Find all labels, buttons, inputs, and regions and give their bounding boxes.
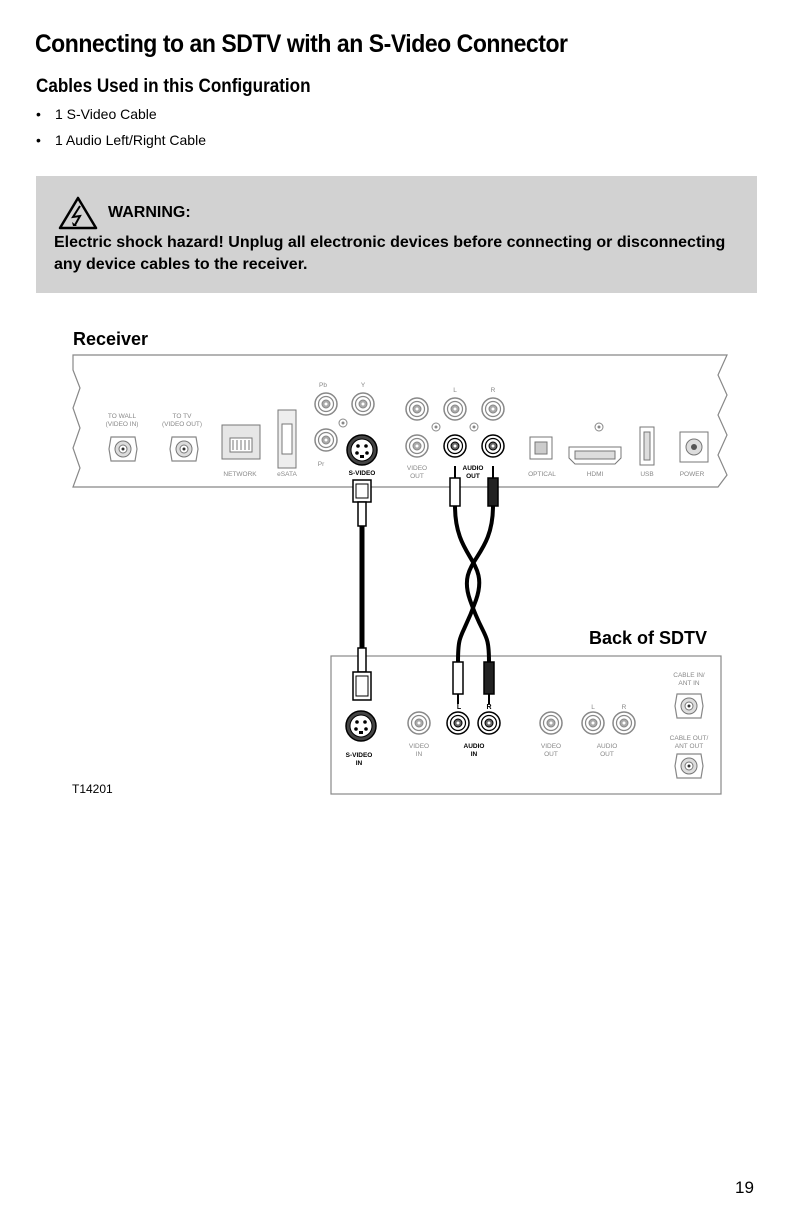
cable-right-label: R <box>486 704 491 711</box>
svideo-cable <box>352 479 372 701</box>
port-label: USB <box>640 471 653 478</box>
screw <box>594 422 604 432</box>
cable-list: • 1 S-Video Cable • 1 Audio Left/Right Cab… <box>36 104 206 156</box>
port-label: NETWORK <box>223 471 257 478</box>
port-label: IN <box>356 760 363 767</box>
y-port <box>351 392 375 416</box>
list-item: • 1 Audio Left/Right Cable <box>36 130 206 156</box>
port-label: Pb <box>319 382 327 389</box>
network-port <box>221 424 261 460</box>
port-label: CABLE OUT/ <box>670 735 709 742</box>
port-label: OUT <box>544 751 558 758</box>
receiver-left-upper-port <box>405 397 429 421</box>
bullet-symbol: • <box>36 132 41 148</box>
receiver-right-upper-port <box>481 397 505 421</box>
sdtv-video-in-port <box>407 711 431 735</box>
screw <box>338 418 348 428</box>
usb-port <box>639 426 655 466</box>
port-label: IN <box>416 751 423 758</box>
sdtv-audio-in-right-port <box>477 711 501 735</box>
electric-hazard-warning-icon <box>58 196 98 230</box>
bullet-symbol: • <box>36 106 41 122</box>
port-label: AUDIO <box>597 743 618 750</box>
page-number: 19 <box>735 1178 754 1197</box>
list-item-text: 1 Audio Left/Right Cable <box>55 132 206 148</box>
port-label: S-VIDEO <box>349 470 376 477</box>
section-heading: Cables Used in this Configuration <box>36 76 311 97</box>
receiver-video-out-port <box>405 434 429 458</box>
receiver-label: Receiver <box>73 329 149 349</box>
port-label: ANT OUT <box>675 743 703 750</box>
receiver-center-upper-port <box>443 397 467 421</box>
port-label: (VIDEO IN) <box>106 421 139 428</box>
port-label: CABLE IN/ <box>673 672 705 679</box>
hdmi-port <box>568 446 622 465</box>
warning-text: Electric shock hazard! Unplug all electr… <box>54 234 726 273</box>
page-title: Connecting to an SDTV with an S-Video Co… <box>35 30 568 58</box>
receiver-panel: TO WALL (VIDEO IN) TO TV (VIDEO OUT) NET… <box>72 354 728 488</box>
receiver-audio-out-left-port <box>443 434 467 458</box>
sdtv-video-out-port <box>539 711 563 735</box>
list-item: • 1 S-Video Cable <box>36 104 206 130</box>
port-label: TO WALL <box>108 413 137 420</box>
port-label: Pr <box>318 461 325 468</box>
cable-left-label: L <box>457 704 462 711</box>
sdtv-audio-out-left-port <box>581 711 605 735</box>
port-label: (VIDEO OUT) <box>162 421 202 428</box>
figure-code: T14201 <box>72 782 113 796</box>
port-label: AUDIO <box>464 743 485 750</box>
port-label: OUT <box>466 473 480 480</box>
port-label: S-VIDEO <box>346 752 373 759</box>
port-label: POWER <box>680 471 705 478</box>
port-label: TO TV <box>173 413 193 420</box>
esata-port <box>277 409 297 469</box>
sdtv-cable-out-port <box>674 753 704 779</box>
port-label: HDMI <box>587 471 604 478</box>
sdtv-audio-in-left-port <box>446 711 470 735</box>
port-label: VIDEO <box>541 743 561 750</box>
port-label: L <box>453 387 457 394</box>
screw <box>431 422 441 432</box>
pr-port <box>314 428 338 452</box>
port-label: VIDEO <box>409 743 429 750</box>
port-label: R <box>622 704 627 711</box>
port-label: eSATA <box>277 471 297 478</box>
warning-box: WARNING: Electric shock hazard! Unplug a… <box>36 176 757 293</box>
list-item-text: 1 S-Video Cable <box>55 106 157 122</box>
connection-diagram: TO WALL (VIDEO IN) TO TV (VIDEO OUT) NET… <box>72 354 728 795</box>
port-label: R <box>491 387 496 394</box>
audio-lr-cable: L R <box>449 466 499 711</box>
receiver-svideo-port <box>346 434 378 466</box>
sdtv-svideo-in-port <box>345 710 377 742</box>
port-label: OPTICAL <box>528 471 556 478</box>
port-label: OUT <box>600 751 614 758</box>
sdtv-cable-in-port <box>674 693 704 719</box>
port-label: OUT <box>410 473 424 480</box>
optical-port <box>529 436 553 460</box>
screw <box>469 422 479 432</box>
port-label: AUDIO <box>463 465 484 472</box>
port-label: L <box>591 704 595 711</box>
sdtv-label: Back of SDTV <box>589 628 708 648</box>
port-label: IN <box>471 751 478 758</box>
to-wall-port <box>108 436 138 462</box>
to-tv-port <box>169 436 199 462</box>
power-port <box>679 431 709 463</box>
sdtv-panel: S-VIDEO IN AUDIO IN VIDEO IN VIDEO OUT A… <box>330 655 722 795</box>
warning-title: WARNING: <box>108 204 191 221</box>
pb-port <box>314 392 338 416</box>
receiver-audio-out-right-port <box>481 434 505 458</box>
port-label: Y <box>361 382 366 389</box>
sdtv-audio-out-right-port <box>612 711 636 735</box>
port-label: ANT IN <box>678 680 699 687</box>
port-label: VIDEO <box>407 465 427 472</box>
